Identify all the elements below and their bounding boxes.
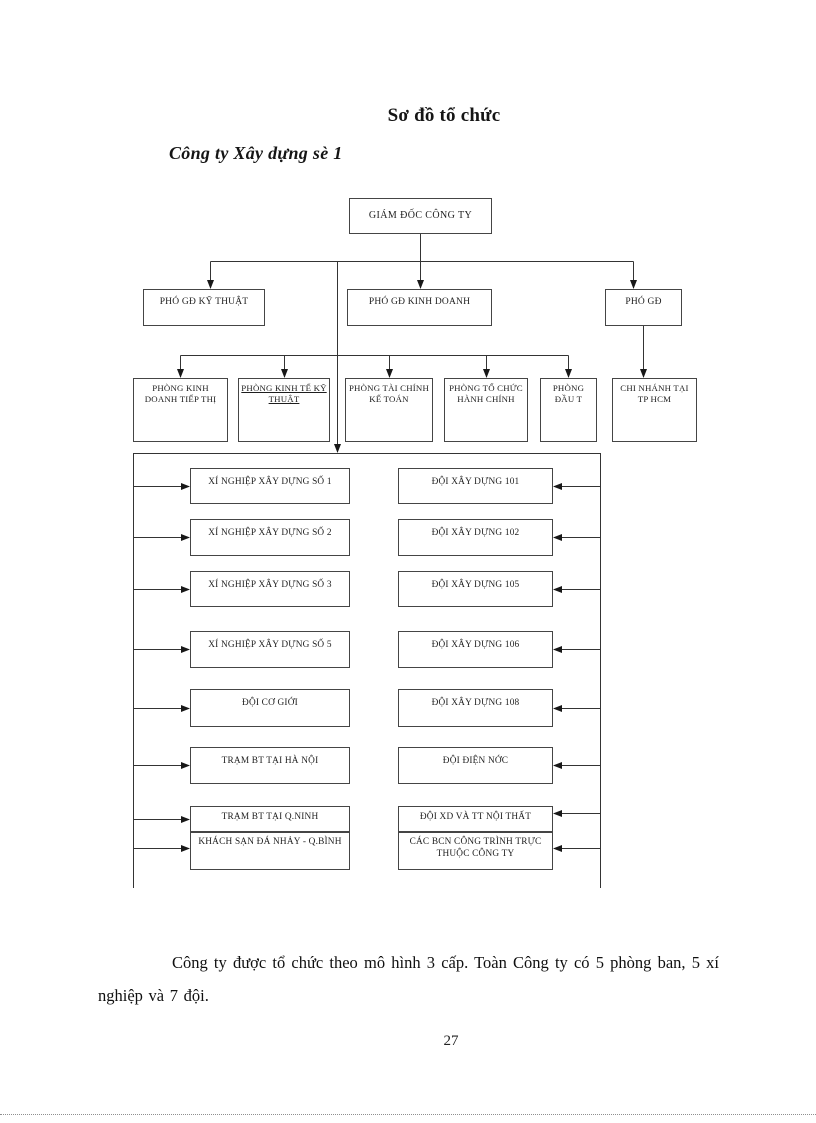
unit-box-tram-bt-hanoi: TRẠM BT TẠI HÀ NỘI bbox=[190, 747, 350, 784]
page-title: Sơ đồ tổ chức bbox=[387, 105, 501, 126]
deputy-technical-box: PHÓ GĐ KỸ THUẬT bbox=[143, 289, 265, 326]
unit-box-dien-nuoc: ĐỘI ĐIỆN NỚC bbox=[398, 747, 553, 784]
company-name-heading: Công ty Xây dựng sè 1 bbox=[169, 143, 343, 163]
unit-box-bcn: CÁC BCN CÔNG TRÌNH TRỰC THUỘC CÔNG TY bbox=[398, 832, 553, 870]
director-box: GIÁM ĐỐC CÔNG TY bbox=[349, 198, 492, 234]
connector-lines bbox=[133, 234, 647, 888]
unit-box-doi-105: ĐỘI XÂY DỰNG 105 bbox=[398, 571, 553, 607]
deputy-box: PHÓ GĐ bbox=[605, 289, 682, 326]
unit-box-doi-102: ĐỘI XÂY DỰNG 102 bbox=[398, 519, 553, 556]
branch-hcm-box: CHI NHÁNH TẠI TP HCM bbox=[612, 378, 697, 442]
unit-box-khach-san: KHÁCH SẠN ĐÁ NHẢY - Q.BÌNH bbox=[190, 832, 350, 870]
unit-box-co-gioi: ĐỘI CƠ GIỚI bbox=[190, 689, 350, 727]
unit-box-doi-108: ĐỘI XÂY DỰNG 108 bbox=[398, 689, 553, 727]
unit-box-xn1: XÍ NGHIỆP XÂY DỰNG SỐ 1 bbox=[190, 468, 350, 504]
unit-box-xn3: XÍ NGHIỆP XÂY DỰNG SỐ 3 bbox=[190, 571, 350, 607]
unit-box-doi-101: ĐỘI XÂY DỰNG 101 bbox=[398, 468, 553, 504]
unit-box-tram-bt-qninh: TRẠM BT TẠI Q.NINH bbox=[190, 806, 350, 832]
page-number: 27 bbox=[443, 1033, 459, 1049]
dept-investment-box: PHÒNG ĐẦU T bbox=[540, 378, 597, 442]
dept-economics-box: PHÒNG KINH TẾ KỸ THUẬT bbox=[238, 378, 330, 442]
dept-admin-box: PHÒNG TỔ CHỨC HÀNH CHÍNH bbox=[444, 378, 528, 442]
unit-box-xn2: XÍ NGHIỆP XÂY DỰNG SỐ 2 bbox=[190, 519, 350, 556]
dept-marketing-box: PHÒNG KINH DOANH TIẾP THỊ bbox=[133, 378, 228, 442]
body-paragraph: Công ty được tổ chức theo mô hình 3 cấp.… bbox=[98, 953, 719, 1005]
unit-box-noi-that: ĐỘI XD VÀ TT NỘI THẤT bbox=[398, 806, 553, 832]
page-bottom-border bbox=[0, 1114, 816, 1115]
deputy-business-box: PHÓ GĐ KINH DOANH bbox=[347, 289, 492, 326]
unit-box-doi-106: ĐỘI XÂY DỰNG 106 bbox=[398, 631, 553, 668]
unit-box-xn5: XÍ NGHIỆP XÂY DỰNG SỐ 5 bbox=[190, 631, 350, 668]
dept-finance-box: PHÒNG TÀI CHÍNH KẾ TOÁN bbox=[345, 378, 433, 442]
